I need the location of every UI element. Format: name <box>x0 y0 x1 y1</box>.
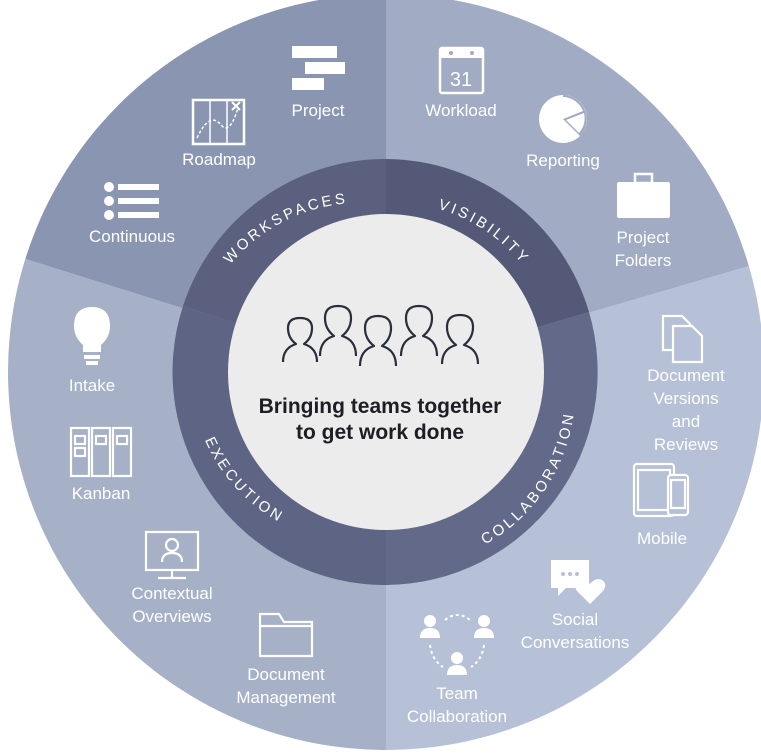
calendar-day: 31 <box>450 69 472 91</box>
team-people-icon <box>281 304 480 367</box>
label-contextual-overviews: Contextual Overviews <box>131 584 213 626</box>
calendar-icon <box>438 46 485 95</box>
documents-icon <box>661 314 704 364</box>
folder-icon <box>258 612 314 658</box>
list-icon <box>104 182 159 220</box>
label-workload: Workload <box>425 101 497 120</box>
briefcase-icon <box>617 172 670 218</box>
lightbulb-icon <box>74 307 110 365</box>
center-heading: Bringing teams together to get work done <box>240 394 520 446</box>
label-project: Project <box>291 101 345 120</box>
label-roadmap: Roadmap <box>182 150 256 169</box>
label-intake: Intake <box>68 376 116 395</box>
label-project-folders: Project Folders <box>614 228 672 270</box>
team-collaboration-icon <box>420 614 494 675</box>
monitor-person-icon <box>144 530 200 580</box>
pie-chart-icon <box>539 95 587 143</box>
label-mobile: Mobile <box>636 529 688 548</box>
center-disk <box>228 214 544 530</box>
label-document-versions: Document Versions and Reviews <box>647 366 725 454</box>
label-reporting: Reporting <box>526 151 600 170</box>
label-team-collaboration: Team Collaboration <box>406 684 508 726</box>
label-social-conversations: Social Conversations <box>520 610 630 652</box>
chat-heart-icon <box>551 560 606 604</box>
center-line-2: to get work done <box>296 421 464 444</box>
kanban-icon <box>69 426 133 478</box>
label-continuous: Continuous <box>88 227 176 246</box>
gantt-icon <box>292 46 345 90</box>
label-document-management: Document Management <box>236 665 336 707</box>
center-line-1: Bringing teams together <box>258 395 502 418</box>
roadmap-icon <box>191 98 246 146</box>
mobile-devices-icon <box>632 462 690 518</box>
label-kanban: Kanban <box>71 484 131 503</box>
